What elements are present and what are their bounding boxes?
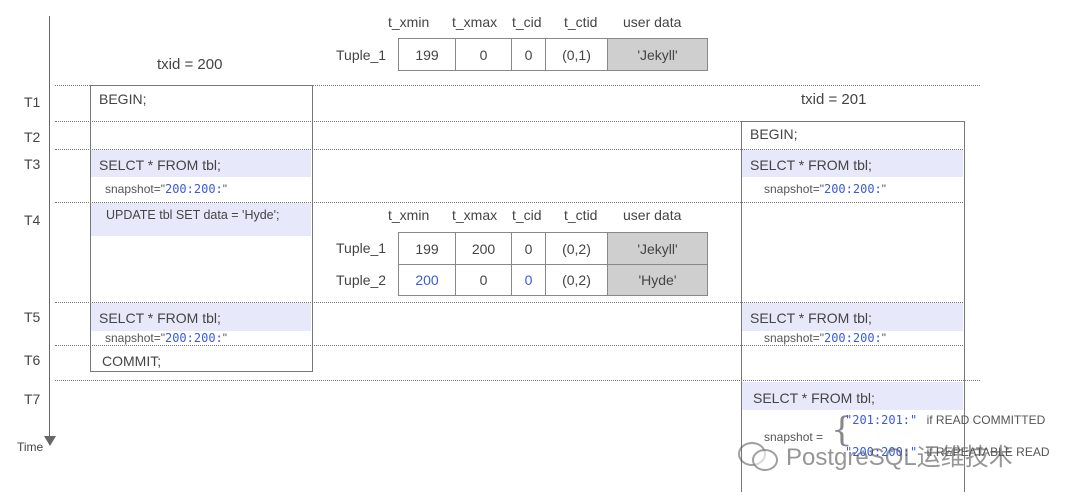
- time-label-t5: T5: [24, 309, 41, 325]
- right-t3-sql: SELCT * FROM tbl;: [750, 157, 872, 173]
- snapshot-value: 200:200:: [823, 182, 882, 196]
- separator-t5: [55, 302, 965, 303]
- right-t3-snapshot: snapshot="200:200:": [764, 182, 886, 196]
- mid-tuple-1-cid: 0: [511, 232, 546, 265]
- mid-header-xmin: t_xmin: [388, 207, 430, 223]
- wechat-icon: [738, 440, 778, 471]
- cell-xmax: 0: [455, 38, 512, 71]
- right-t5-highlight: [742, 303, 963, 331]
- mid-tuple-1-user-data: 'Jekyll': [607, 232, 708, 265]
- mid-header-user-data: user data: [623, 207, 682, 223]
- mid-tuple-2-xmin: 200: [398, 264, 456, 296]
- cell-user-data: 'Jekyll': [607, 38, 708, 71]
- snapshot-suffix: ": [222, 331, 228, 345]
- txid-left: txid = 200: [157, 56, 223, 73]
- t7-rc-cond: if READ COMMITTED: [926, 413, 1046, 427]
- tuple-name: Tuple_1: [336, 47, 387, 63]
- watermark: PostgreSQL运维技术: [738, 437, 1013, 472]
- time-label-t2: T2: [24, 129, 41, 145]
- time-label-t7: T7: [24, 391, 41, 407]
- separator-t3: [55, 149, 965, 150]
- snapshot-suffix: ": [881, 331, 887, 345]
- header-user-data: user data: [623, 14, 682, 30]
- right-t5-sql: SELCT * FROM tbl;: [750, 310, 872, 326]
- mid-header-cid: t_cid: [512, 207, 542, 223]
- mid-header-xmax: t_xmax: [452, 207, 498, 223]
- snapshot-prefix: snapshot=": [764, 182, 824, 196]
- time-axis: [49, 16, 50, 438]
- snapshot-value: 200:200:: [823, 331, 882, 345]
- separator-t1: [55, 85, 980, 86]
- time-axis-label: Time: [17, 440, 44, 454]
- left-t4-highlight: [91, 203, 311, 236]
- left-t5-highlight: [91, 303, 311, 331]
- left-t3-highlight: [91, 150, 311, 177]
- header-cid: t_cid: [512, 14, 542, 30]
- left-t5-sql: SELCT * FROM tbl;: [99, 310, 221, 326]
- snapshot-value: 200:200:: [164, 331, 223, 345]
- cell-cid: 0: [511, 38, 546, 71]
- mid-header-ctid: t_ctid: [564, 207, 598, 223]
- t7-rc-row: "201:201:" if READ COMMITTED: [845, 413, 1045, 427]
- separator-t6: [55, 345, 965, 346]
- mid-tuple-1-xmax: 200: [455, 232, 512, 265]
- t7-rc-value: "201:201:": [845, 413, 918, 427]
- transaction-box-right: [741, 121, 965, 492]
- time-label-t1: T1: [24, 94, 41, 110]
- txid-right: txid = 201: [801, 91, 867, 108]
- header-xmin: t_xmin: [388, 14, 430, 30]
- right-t3-highlight: [742, 150, 963, 177]
- right-begin: BEGIN;: [750, 126, 798, 142]
- cell-ctid: (0,1): [545, 38, 608, 71]
- separator-t4: [55, 202, 965, 203]
- snapshot-prefix: snapshot=": [764, 331, 824, 345]
- header-xmax: t_xmax: [452, 14, 498, 30]
- mid-tuple-1-xmin: 199: [398, 232, 456, 265]
- cell-xmin: 199: [398, 38, 456, 71]
- t7-rr-value: "200:200:": [845, 445, 918, 459]
- t7-snapshot-label: snapshot =: [764, 430, 824, 444]
- mid-tuple-2-xmax: 0: [455, 264, 512, 296]
- snapshot-suffix: ": [881, 182, 887, 196]
- snapshot-suffix: ": [222, 182, 228, 196]
- left-t3-snapshot: snapshot="200:200:": [105, 182, 227, 196]
- time-label-t6: T6: [24, 352, 41, 368]
- left-t4-sql: UPDATE tbl SET data = 'Hyde';: [106, 208, 280, 222]
- mid-tuple-2-cid: 0: [511, 264, 546, 296]
- mid-tuple-2-user-data: 'Hyde': [607, 264, 708, 296]
- mid-tuple-2-ctid: (0,2): [545, 264, 608, 296]
- snapshot-value: 200:200:: [164, 182, 223, 196]
- right-t7-highlight: [742, 382, 963, 410]
- header-ctid: t_ctid: [564, 14, 598, 30]
- t7-rr-cond: if REPEATABLE READ: [926, 445, 1050, 459]
- separator-t2: [55, 121, 965, 122]
- time-label-t4: T4: [24, 212, 41, 228]
- watermark-text: PostgreSQL运维技术: [786, 444, 1013, 471]
- mid-tuple-1-ctid: (0,2): [545, 232, 608, 265]
- t7-rr-row: "200:200:" if REPEATABLE READ: [845, 445, 1050, 459]
- left-commit: COMMIT;: [102, 353, 162, 369]
- right-t5-snapshot: snapshot="200:200:": [764, 331, 886, 345]
- separator-t7: [55, 380, 980, 381]
- snapshot-prefix: snapshot=": [105, 331, 165, 345]
- left-begin: BEGIN;: [99, 91, 147, 107]
- time-label-t3: T3: [24, 156, 41, 172]
- brace-icon: {: [831, 410, 853, 450]
- mid-tuple-2-name: Tuple_2: [336, 272, 387, 288]
- snapshot-prefix: snapshot=": [105, 182, 165, 196]
- transaction-box-left: [90, 85, 313, 372]
- left-t3-sql: SELCT * FROM tbl;: [99, 157, 221, 173]
- mid-tuple-1-name: Tuple_1: [336, 240, 387, 256]
- right-t7-sql: SELCT * FROM tbl;: [753, 390, 875, 406]
- time-axis-arrow-icon: [44, 436, 56, 446]
- left-t5-snapshot: snapshot="200:200:": [105, 331, 227, 345]
